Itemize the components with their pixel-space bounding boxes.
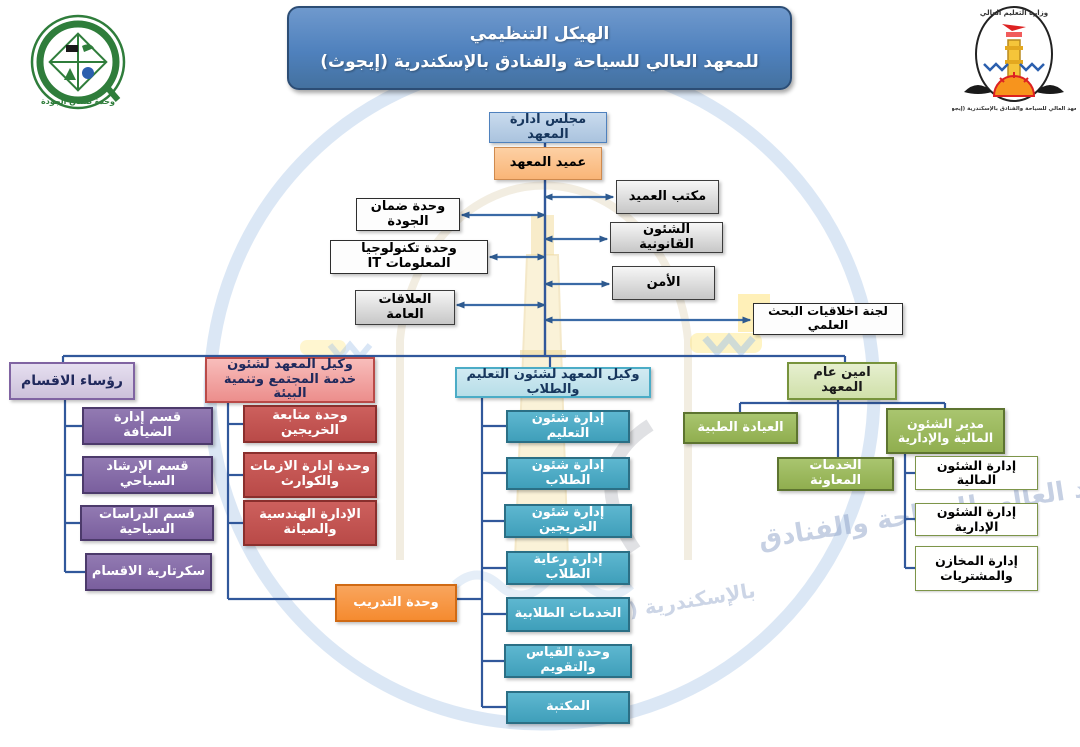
institute-logo-top-text: وزارة التعليم العالي	[980, 9, 1048, 17]
student-welfare-box: إدارة رعاية الطلاب	[506, 551, 630, 585]
dean-unit-arrows	[455, 193, 752, 324]
graduates-followup-unit-box: وحدة متابعة الخريجين	[243, 405, 377, 443]
logo-tree-glyph	[64, 68, 76, 80]
watermark-yellow-streak-2	[300, 340, 346, 355]
measurement-evaluation-unit-box: وحدة القياس والتقويم	[504, 644, 632, 678]
medical-clinic-box: العيادة الطبية	[683, 412, 798, 444]
dean-office-box: مكتب العميد	[616, 180, 719, 214]
branch-secretary-general: امين عام المعهد	[787, 362, 897, 400]
graduates-affairs-box: إدارة شئون الخريجين	[504, 504, 632, 538]
crisis-management-unit-box: وحدة إدارة الازمات والكوارث	[243, 452, 377, 498]
watermark-lighthouse-lantern	[531, 215, 554, 255]
watermark-lighthouse-band	[520, 350, 566, 358]
branch-heads-of-departments: رؤساء الاقسام	[9, 362, 135, 400]
logo-airplane	[1002, 24, 1026, 31]
engineering-maintenance-box: الإدارة الهندسية والصيانة	[243, 500, 377, 546]
library-box: المكتبة	[506, 691, 630, 724]
institute-logo: وزارة التعليم العالي المعهد العالي للسيا…	[952, 6, 1076, 112]
it-unit-box: وحدة تكنولوجيا المعلومات IT	[330, 240, 488, 274]
training-unit-box: وحدة التدريب	[335, 584, 457, 622]
security-box: الأمن	[612, 266, 715, 300]
research-ethics-committee-box: لجنة اخلاقيات البحث العلمي	[753, 303, 903, 335]
hospitality-dept-box: قسم إدارة الضيافة	[82, 407, 213, 445]
legal-affairs-box: الشئون القانونية	[610, 222, 723, 253]
logo-bird-left	[964, 85, 992, 94]
chart-title-line1: الهيكل التنظيمي	[469, 24, 610, 44]
board-of-directors-box: مجلس ادارة المعهد	[489, 112, 607, 143]
watermark-sea	[451, 570, 635, 600]
support-services-box: الخدمات المعاونة	[777, 457, 894, 491]
financial-affairs-box: إدارة الشئون المالية	[915, 456, 1038, 490]
financial-admin-director-box: مدير الشئون المالية والإدارية	[886, 408, 1005, 454]
dean-box: عميد المعهد	[494, 147, 602, 180]
logo-heart-glyph	[82, 67, 94, 79]
warehouses-purchasing-box: إدارة المخازن والمشتريات	[915, 546, 1038, 591]
logo-waves	[983, 62, 1045, 72]
logo-bird-glyph	[82, 44, 94, 52]
watermark-waves-left	[327, 340, 373, 362]
public-relations-box: العلاقات العامة	[355, 290, 455, 325]
quality-assurance-unit-box: وحدة ضمان الجودة	[356, 198, 460, 231]
chart-title-line2: للمعهد العالي للسياحة والفنادق بالإسكندر…	[320, 52, 759, 72]
departments-secretariat-box: سكرتارية الاقسام	[85, 553, 212, 591]
student-services-box: الخدمات الطلابية	[506, 597, 630, 632]
tour-guidance-dept-box: قسم الإرشاد السياحي	[82, 456, 213, 494]
watermark-waves-right	[702, 332, 756, 358]
branch-vice-dean-community: وكيل المعهد لشئون خدمة المجتمع وتنمية ال…	[205, 357, 375, 403]
student-affairs-box: إدارة شئون الطلاب	[506, 457, 630, 490]
branch-vice-dean-education: وكيل المعهد لشئون التعليم والطلاب	[455, 367, 651, 398]
logo-bird-right	[1036, 85, 1064, 94]
chart-title: الهيكل التنظيمي للمعهد العالي للسياحة وا…	[287, 6, 792, 90]
education-affairs-box: إدارة شئون التعليم	[506, 410, 630, 443]
institute-logo-bottom-text: المعهد العالي للسياحة والفنادق بالإسكندر…	[952, 105, 1076, 112]
quality-unit-logo: وحدة ضمان الجودة	[30, 14, 126, 110]
logo-cap-glyph	[66, 45, 78, 52]
quality-logo-label: وحدة ضمان الجودة	[41, 97, 115, 106]
administrative-affairs-box: إدارة الشئون الإدارية	[915, 503, 1038, 536]
logo-q-tail	[103, 84, 121, 102]
tourism-studies-dept-box: قسم الدراسات السياحية	[80, 505, 214, 541]
